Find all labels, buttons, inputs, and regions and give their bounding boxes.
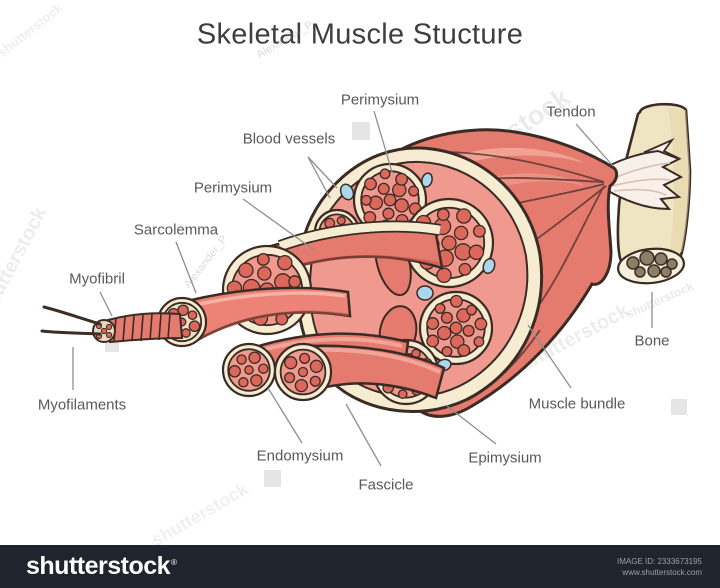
myofibril-striations	[113, 312, 171, 343]
perimysium-sheath	[278, 222, 441, 250]
watermark-square	[352, 122, 370, 140]
image-id: IMAGE ID: 2333673195	[617, 556, 702, 566]
watermark-square	[264, 470, 281, 487]
label-perimysium: Perimysium	[193, 179, 273, 197]
muscle-illustration	[40, 102, 692, 467]
footer-url: www.shutterstock.com	[622, 567, 702, 577]
label-myofibril: Myofibril	[69, 270, 125, 288]
muscle-fiber	[185, 286, 352, 344]
footer-meta: IMAGE ID: 2333673195 www.shutterstock.co…	[617, 556, 702, 578]
shutterstock-logo: shutterstock®	[26, 552, 177, 581]
myofibril-tube	[106, 312, 184, 344]
label-bone: Bone	[634, 332, 670, 350]
tendon-illustration	[599, 137, 684, 211]
page-title: Skeletal Muscle Stucture	[196, 18, 524, 51]
spongy-bone-cells	[626, 250, 678, 278]
label-muscle-bundle: Muscle bundle	[528, 395, 626, 413]
leader-lines	[72, 110, 653, 467]
shutterstock-footer-bar: shutterstock® IMAGE ID: 2333673195 www.s…	[0, 545, 720, 588]
label-perimysium-top: Perimysium	[340, 91, 420, 109]
label-blood-vessels: Blood vessels	[242, 130, 336, 148]
label-tendon: Tendon	[546, 103, 596, 121]
watermark-square	[671, 399, 687, 415]
registered-mark: ®	[171, 558, 177, 567]
label-endomysium: Endomysium	[256, 447, 344, 465]
label-fascicle: Fascicle	[358, 476, 414, 494]
label-epimysium: Epimysium	[468, 449, 542, 467]
label-myofilaments: Myofilaments	[37, 396, 127, 414]
myofilament-strands	[40, 305, 102, 336]
label-sarcolemma: Sarcolemma	[133, 221, 219, 239]
shutterstock-logo-text: shutterstock	[26, 552, 171, 580]
